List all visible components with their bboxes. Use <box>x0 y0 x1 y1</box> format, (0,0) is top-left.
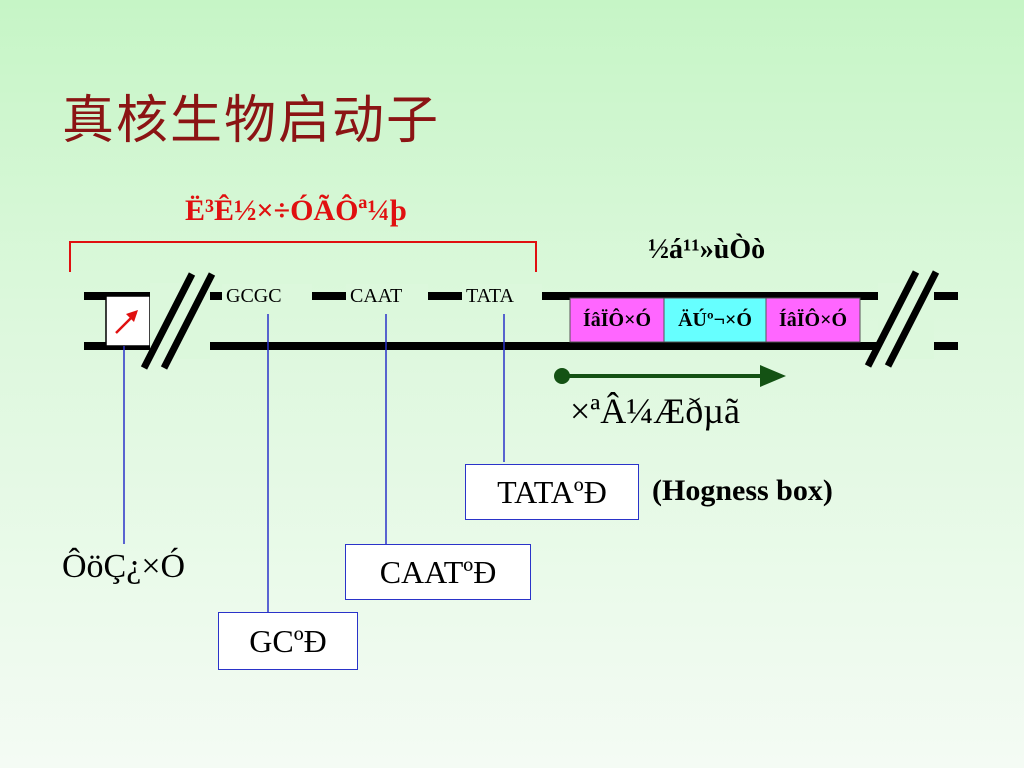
enhancer-label: ÔöÇ¿×Ó <box>62 548 186 585</box>
caat-box-label: CAATºÐ <box>345 544 531 600</box>
break-mark-right-2 <box>884 270 940 368</box>
break-mark-left-2 <box>160 272 216 370</box>
gcgc-bg <box>222 284 312 310</box>
transcription-start-label: ×ªÂ¼Æðµã <box>570 391 740 431</box>
gcgc-element: GCGC <box>226 285 282 307</box>
region-label: Ë³Ê½×÷ÓÃÔª¼þ <box>185 194 407 227</box>
transcription-arrow-head <box>760 365 786 387</box>
exon-1 <box>569 297 665 343</box>
exon-1-label: ÍâÏÔ×Ó <box>582 309 652 331</box>
tata-bg <box>462 284 542 310</box>
enhancer-arrow-head <box>126 310 138 322</box>
exon-2-label: ÍâÏÔ×Ó <box>778 309 848 331</box>
caat-bg <box>346 284 428 310</box>
break-mark-left-1 <box>140 272 196 370</box>
page-title: 真核生物启动子 <box>62 91 441 151</box>
gc-box-label: GCºÐ <box>218 612 358 670</box>
region-bracket <box>69 241 537 272</box>
intron-label: ÄÚº¬×Ó <box>678 309 752 331</box>
tata-element: TATA <box>466 285 514 307</box>
tata-box-label: TATAºÐ <box>465 464 639 520</box>
structure-label: ½á¹¹»ùÒò <box>648 234 766 265</box>
exon-2 <box>765 297 861 343</box>
break-mark-right-1 <box>864 270 920 368</box>
hogness-box-label: (Hogness box) <box>652 474 833 507</box>
caat-element: CAAT <box>350 285 403 307</box>
